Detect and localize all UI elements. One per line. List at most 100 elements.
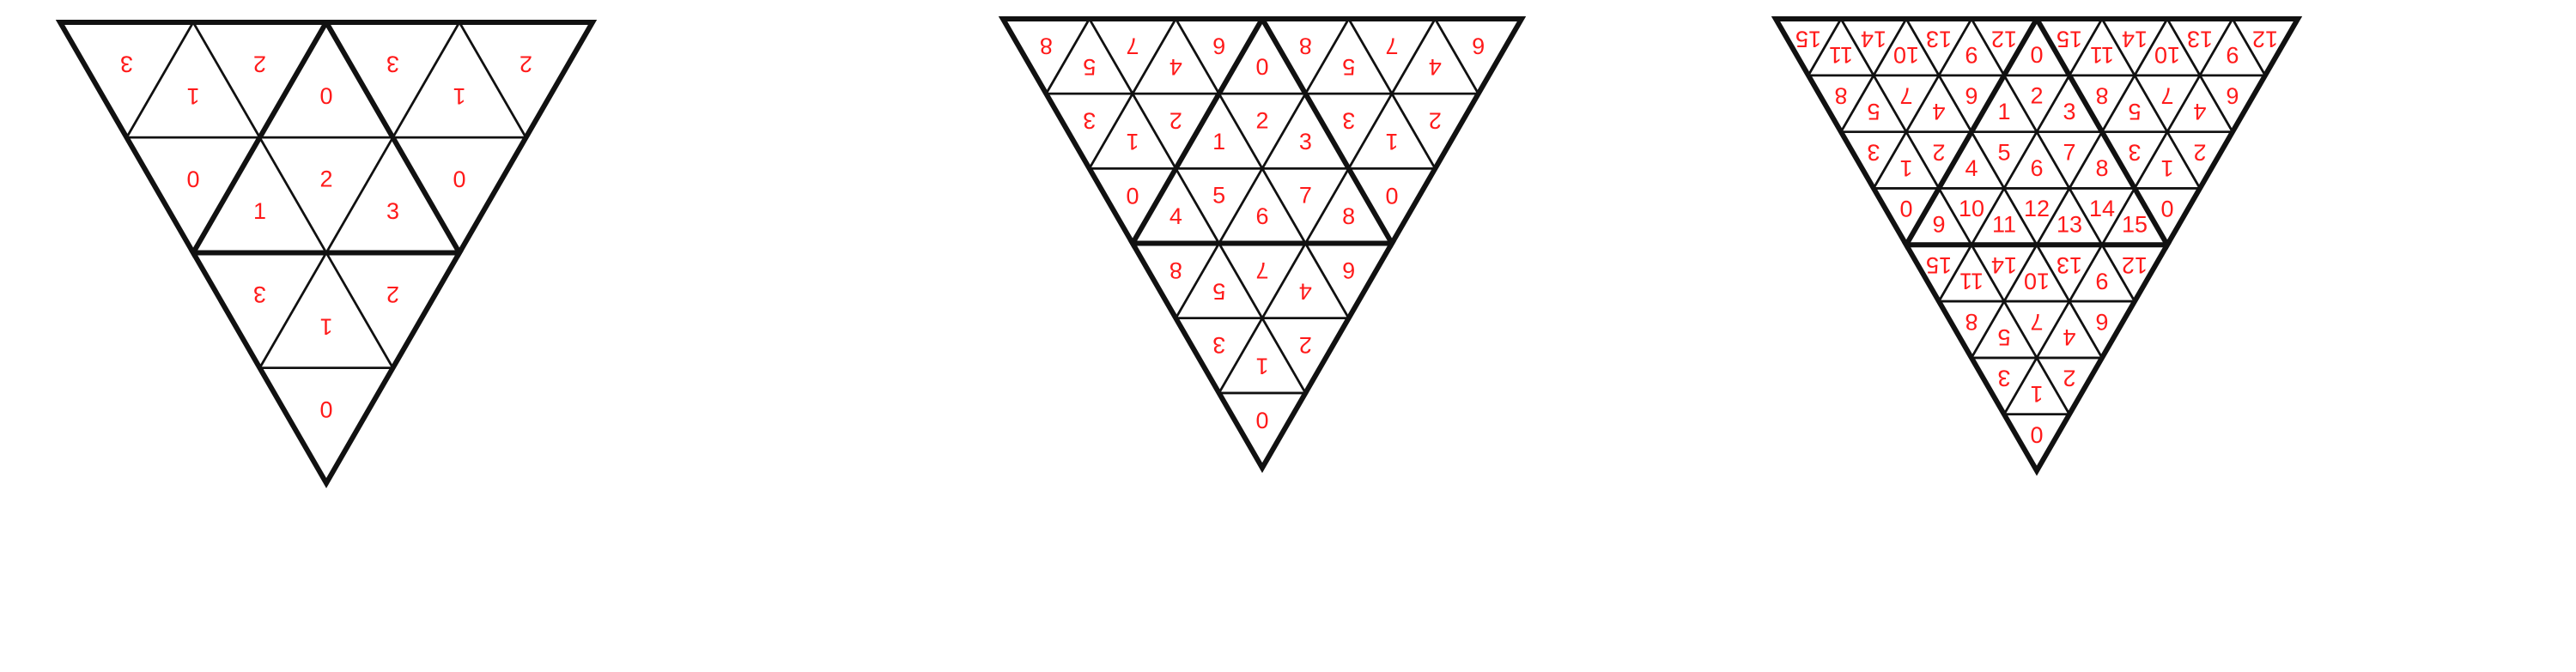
triangle-label: 7 — [1126, 33, 1139, 58]
small-triangle — [191, 135, 329, 254]
triangle-label: 13 — [2057, 212, 2082, 238]
triangle-label: 1 — [186, 83, 199, 109]
small-triangle — [391, 20, 528, 139]
triangle-label: 6 — [1255, 203, 1268, 229]
triangle-label: 2 — [1255, 108, 1268, 134]
triangle-label: 12 — [2252, 27, 2278, 52]
triangle-label: 3 — [120, 51, 133, 76]
triangle-label: 1 — [1126, 129, 1139, 154]
triangle-label: 6 — [1472, 33, 1485, 58]
triangle-label: 8 — [1299, 33, 1312, 58]
triangle-label: 4 — [1170, 203, 1182, 229]
triangle-label: 3 — [386, 198, 399, 224]
triangle-label: 1 — [453, 83, 465, 109]
triangle-label: 7 — [1255, 257, 1268, 283]
triangle-label: 4 — [1429, 54, 1442, 80]
triangle-label: 7 — [1385, 33, 1398, 58]
triangle-label: 14 — [1991, 252, 2017, 278]
small-triangle — [457, 21, 595, 140]
triangle-label: 3 — [1212, 332, 1225, 358]
triangle-label: 1 — [1997, 99, 2010, 124]
triangle-label: 1 — [1212, 129, 1225, 154]
triangle-label: 4 — [2063, 324, 2075, 350]
small-triangle — [191, 21, 329, 140]
triangle-label: 1 — [2030, 381, 2043, 407]
triangle-label: 3 — [1299, 129, 1312, 154]
small-triangle — [258, 366, 395, 486]
triangle-label: 3 — [386, 51, 399, 76]
triangle-label: 10 — [1893, 42, 1919, 68]
triangle-label: 0 — [2030, 421, 2043, 447]
triangle-label: 5 — [1867, 99, 1880, 124]
triangle-label: 4 — [2193, 99, 2206, 124]
medium-triangle-outline — [1901, 242, 2172, 476]
triangle-label: 2 — [2193, 139, 2206, 165]
small-triangle — [258, 136, 395, 256]
small-triangle — [125, 20, 262, 139]
triangle-label: 3 — [2128, 139, 2141, 165]
triangle-label: 13 — [2187, 27, 2213, 52]
triangle-label: 10 — [1959, 196, 1984, 221]
triangle-label: 1 — [2160, 155, 2173, 181]
triangle-label: 8 — [1170, 257, 1182, 283]
triangle-label: 6 — [1965, 83, 1978, 109]
triangle-label: 15 — [1926, 252, 1952, 278]
triangle-label: 0 — [186, 166, 199, 192]
triangle-label: 1 — [1899, 155, 1912, 181]
triangle-label: 7 — [1899, 83, 1912, 109]
triangle-label: 11 — [1959, 268, 1984, 294]
triangle-label: 2 — [1299, 332, 1312, 358]
triangle-label: 7 — [2030, 309, 2043, 335]
triangle-label: 9 — [2226, 42, 2239, 68]
triangle-label: 6 — [1212, 33, 1225, 58]
triangle-label: 8 — [1965, 309, 1978, 335]
small-triangle — [258, 250, 395, 370]
medium-triangle-outline — [1257, 16, 1527, 249]
triangle-label: 1 — [1385, 129, 1398, 154]
small-triangle — [324, 135, 462, 254]
triangle-label: 0 — [1255, 407, 1268, 433]
triangle-label: 9 — [1932, 212, 1945, 238]
medium-triangle-outline — [2032, 16, 2303, 251]
triangle-label: 14 — [1861, 27, 1886, 52]
triangle-label: 5 — [1212, 183, 1225, 209]
medium-triangle-outline — [188, 250, 465, 488]
triangle-label: 4 — [1965, 155, 1978, 181]
triangle-label: 15 — [1795, 27, 1821, 52]
triangle-label: 0 — [319, 397, 332, 422]
triangle-label: 3 — [253, 282, 266, 307]
medium-triangle-outline — [1127, 240, 1397, 474]
triangle-label: 1 — [253, 198, 266, 224]
triangle-label: 11 — [1992, 212, 2016, 238]
small-triangle — [324, 21, 462, 140]
triangle-label: 15 — [2122, 212, 2148, 238]
triangle-label: 6 — [1342, 257, 1355, 283]
triangle-label: 2 — [319, 166, 332, 192]
triangle-label: 9 — [1965, 42, 1978, 68]
triangle-label: 8 — [1342, 203, 1355, 229]
triangle-label: 14 — [2089, 196, 2115, 221]
triangle-label: 13 — [1926, 27, 1952, 52]
triangle-label: 12 — [2122, 252, 2148, 278]
triangle-label: 1 — [319, 313, 332, 339]
triangle-label: 13 — [2057, 252, 2082, 278]
triangle-label: 10 — [2154, 42, 2180, 68]
triangle-label: 5 — [1083, 54, 1096, 80]
triangle-label: 4 — [1932, 99, 1945, 124]
triangle-label: 11 — [1829, 42, 1853, 68]
triangle-label: 5 — [2128, 99, 2141, 124]
triangle-label: 12 — [1991, 27, 2017, 52]
triangle-label: 2 — [2030, 83, 2043, 109]
medium-triangle-outline — [998, 16, 1267, 249]
triangle-label: 3 — [1997, 366, 2010, 391]
triangle-label: 7 — [2063, 139, 2075, 165]
small-triangle — [324, 251, 462, 371]
triangle-label: 8 — [2095, 83, 2108, 109]
triangle-label: 2 — [1932, 139, 1945, 165]
medium-triangle-outline — [55, 20, 331, 258]
triangle-label: 8 — [2095, 155, 2108, 181]
triangle-label: 2 — [386, 282, 399, 307]
triangle-label: 9 — [2095, 268, 2108, 294]
